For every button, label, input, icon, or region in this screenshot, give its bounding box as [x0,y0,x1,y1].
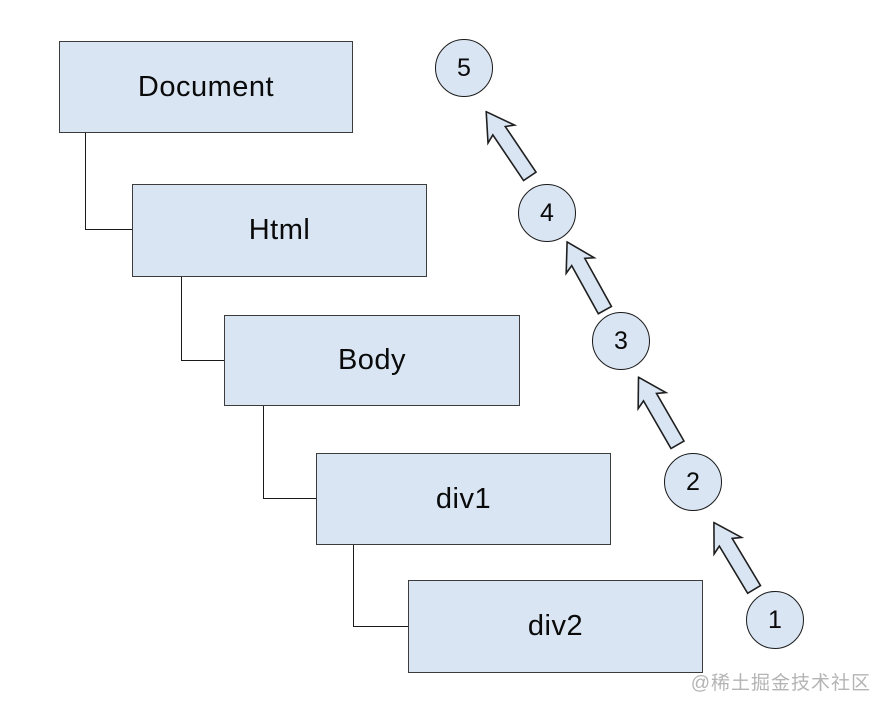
step-5-label: 5 [457,53,471,82]
flow-arrow-4-to-5-icon [471,101,546,187]
step-2-label: 2 [686,467,700,496]
flow-arrow-1-to-2-icon [698,512,770,599]
node-document-label: Document [137,70,275,103]
node-div2: div2 [408,580,703,673]
flow-arrow-3-to-4-icon [551,232,621,319]
node-document: Document [59,41,353,133]
node-div1: div1 [316,453,611,545]
connector-document-html [85,133,132,230]
step-3-label: 3 [614,326,628,355]
step-circle-3: 3 [592,312,650,370]
node-body-label: Body [337,344,407,376]
connector-div1-div2 [353,545,408,627]
watermark-text: @稀土掘金技术社区 [690,673,871,694]
step-circle-1: 1 [746,591,804,649]
connector-html-body [181,277,224,361]
node-div2-label: div2 [527,610,584,642]
node-html-label: Html [248,214,311,246]
step-circle-4: 4 [518,184,576,242]
connector-body-div1 [263,406,316,499]
step-circle-5: 5 [435,39,493,97]
flow-arrow-2-to-3-icon [622,367,693,454]
node-html: Html [132,184,427,277]
step-circle-2: 2 [664,453,722,511]
node-div1-label: div1 [435,482,492,515]
node-body: Body [224,315,520,406]
step-4-label: 4 [540,198,554,227]
step-1-label: 1 [768,605,782,634]
